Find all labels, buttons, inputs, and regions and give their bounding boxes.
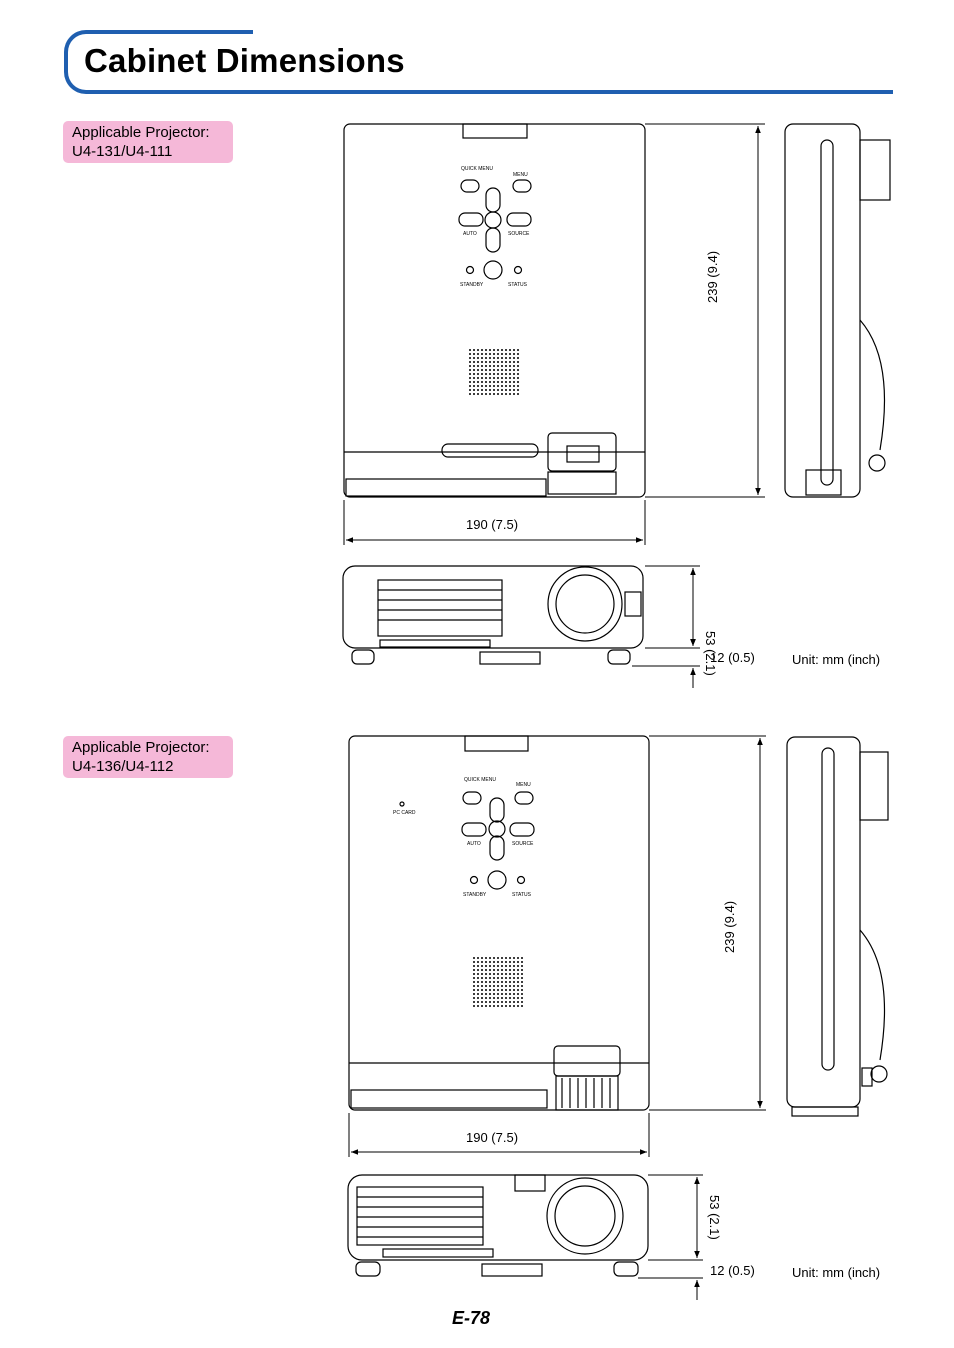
width-dimension-2: 190 (7.5): [466, 1130, 519, 1145]
depth-dimension-2: 239 (9.4): [722, 900, 737, 953]
status-label-1: STATUS: [508, 282, 528, 288]
auto-label-2: AUTO: [467, 841, 481, 847]
page-title: Cabinet Dimensions: [84, 42, 405, 79]
side-view-1: [784, 123, 891, 498]
unit-note-2: Unit: mm (inch): [792, 1265, 881, 1280]
feet-dimension-2: 12 (0.5): [710, 1263, 755, 1278]
standby-label-2: STANDBY: [463, 892, 487, 898]
front-view-2: [347, 1174, 649, 1277]
side-view-2: [786, 736, 889, 1117]
feet-dimension-1: 12 (0.5): [710, 650, 755, 665]
title-frame: [64, 30, 893, 94]
projector-label-1-line2: U4-131/U4-111: [72, 143, 173, 160]
source-label-1: SOURCE: [508, 231, 530, 237]
source-label-2: SOURCE: [512, 841, 534, 847]
status-label-2: STATUS: [512, 892, 532, 898]
projector-label-1: Applicable Projector: U4-131/U4-111: [63, 121, 233, 163]
height-dimension-2-text: 53 (2.1): [707, 1195, 722, 1240]
standby-label-1: STANDBY: [460, 282, 484, 288]
page-number: E-78: [452, 1308, 491, 1328]
menu-label-1: MENU: [513, 172, 528, 178]
pc-card-label: PC CARD: [393, 810, 416, 816]
unit-note-1: Unit: mm (inch): [792, 652, 881, 667]
quick-menu-label-2: QUICK MENU: [464, 777, 496, 783]
projector-label-2: Applicable Projector: U4-136/U4-112: [63, 736, 233, 778]
menu-label-2: MENU: [516, 782, 531, 788]
depth-dimension-1: 239 (9.4): [705, 250, 720, 303]
width-dimension-1: 190 (7.5): [466, 517, 519, 532]
height-dimension-2: 53 (2.1): [707, 1195, 722, 1240]
auto-label-1: AUTO: [463, 231, 477, 237]
top-view-1: [343, 123, 646, 498]
projector-label-2-line1: Applicable Projector:: [72, 739, 210, 756]
projector-label-2-line2: U4-136/U4-112: [72, 758, 174, 775]
front-view-1: [342, 565, 644, 665]
top-view-2: [348, 735, 650, 1111]
projector-label-1-line1: Applicable Projector:: [72, 124, 210, 141]
quick-menu-label-1: QUICK MENU: [461, 166, 493, 172]
